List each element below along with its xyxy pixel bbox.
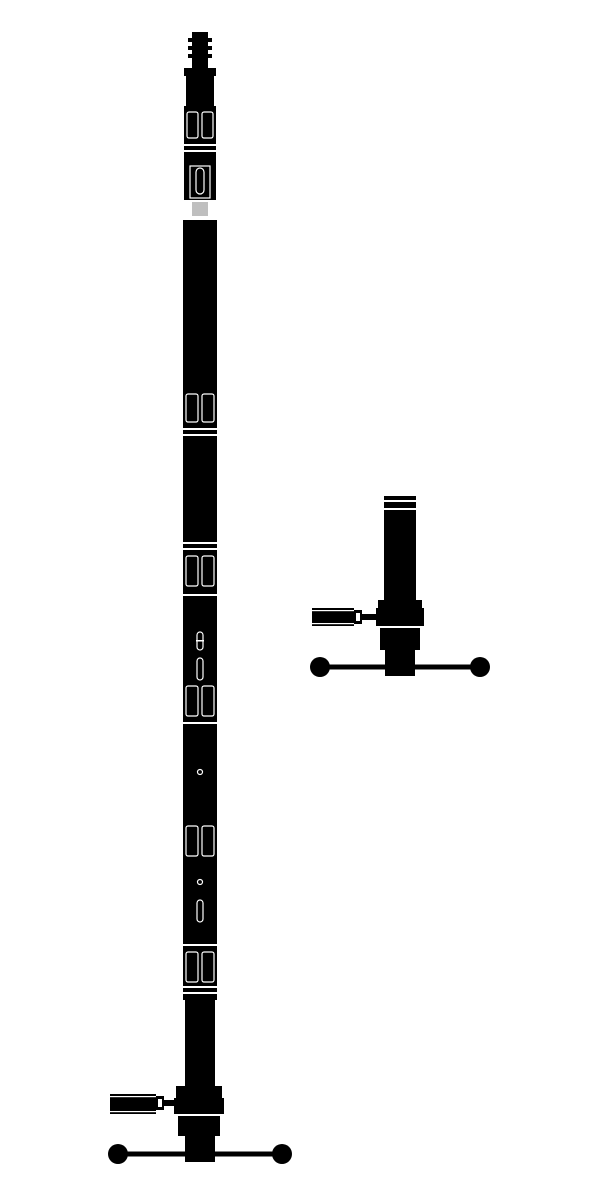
short-collar-body (376, 600, 424, 676)
barrel-upper (183, 220, 217, 1000)
short-tool-string (310, 496, 490, 677)
port-hole-1 (196, 768, 204, 776)
tall-tool-string (108, 32, 292, 1164)
barrel-lower (185, 1000, 215, 1086)
centralizer-2 (183, 542, 217, 596)
ported-sub-2 (196, 878, 204, 923)
pin-box-section (184, 76, 216, 200)
fishing-neck (184, 32, 216, 76)
short-barrel (384, 496, 416, 606)
handling-tee (108, 1144, 292, 1164)
ported-sub-1 (196, 631, 204, 681)
collar-body (174, 1086, 224, 1162)
centralizer-5 (183, 944, 217, 994)
short-side-arm (312, 608, 376, 626)
side-arm (110, 1094, 174, 1114)
connector-window (189, 165, 211, 216)
centralizer-3 (183, 685, 217, 724)
centralizer-1 (183, 393, 217, 436)
short-handling-tee (310, 657, 490, 677)
centralizer-4 (185, 825, 215, 857)
